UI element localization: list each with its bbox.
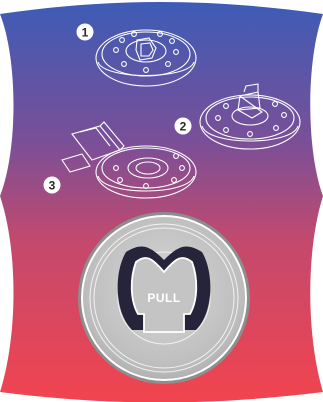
step-1-badge: 1 <box>76 23 94 41</box>
step-2-illustration <box>199 83 301 150</box>
step-3-number: 3 <box>49 179 56 193</box>
step-2-number: 2 <box>180 120 187 134</box>
fuel-cap-closeup: PULL <box>78 212 250 384</box>
step-3-illustration <box>61 121 197 199</box>
step-1-number: 1 <box>82 26 89 40</box>
step-1-illustration <box>95 29 197 87</box>
step-3-badge: 3 <box>43 176 61 194</box>
pull-label: PULL <box>147 291 180 305</box>
pull-handle[interactable] <box>130 257 198 333</box>
step-2-badge: 2 <box>174 117 192 135</box>
